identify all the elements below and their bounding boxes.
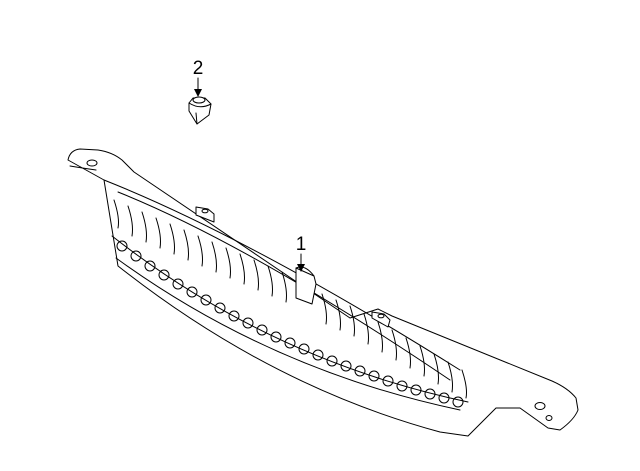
- grille-fins: [113, 199, 467, 399]
- callout-label-1: 1: [296, 234, 307, 255]
- clip-part: [188, 96, 212, 125]
- grille-part: [67, 148, 579, 437]
- arrow-2: [194, 89, 202, 97]
- grille-openings: [116, 240, 464, 408]
- arrow-1: [297, 264, 305, 272]
- callout-label-2: 2: [193, 58, 204, 79]
- callout-2: 2: [193, 58, 204, 97]
- callout-1: 1: [296, 234, 307, 272]
